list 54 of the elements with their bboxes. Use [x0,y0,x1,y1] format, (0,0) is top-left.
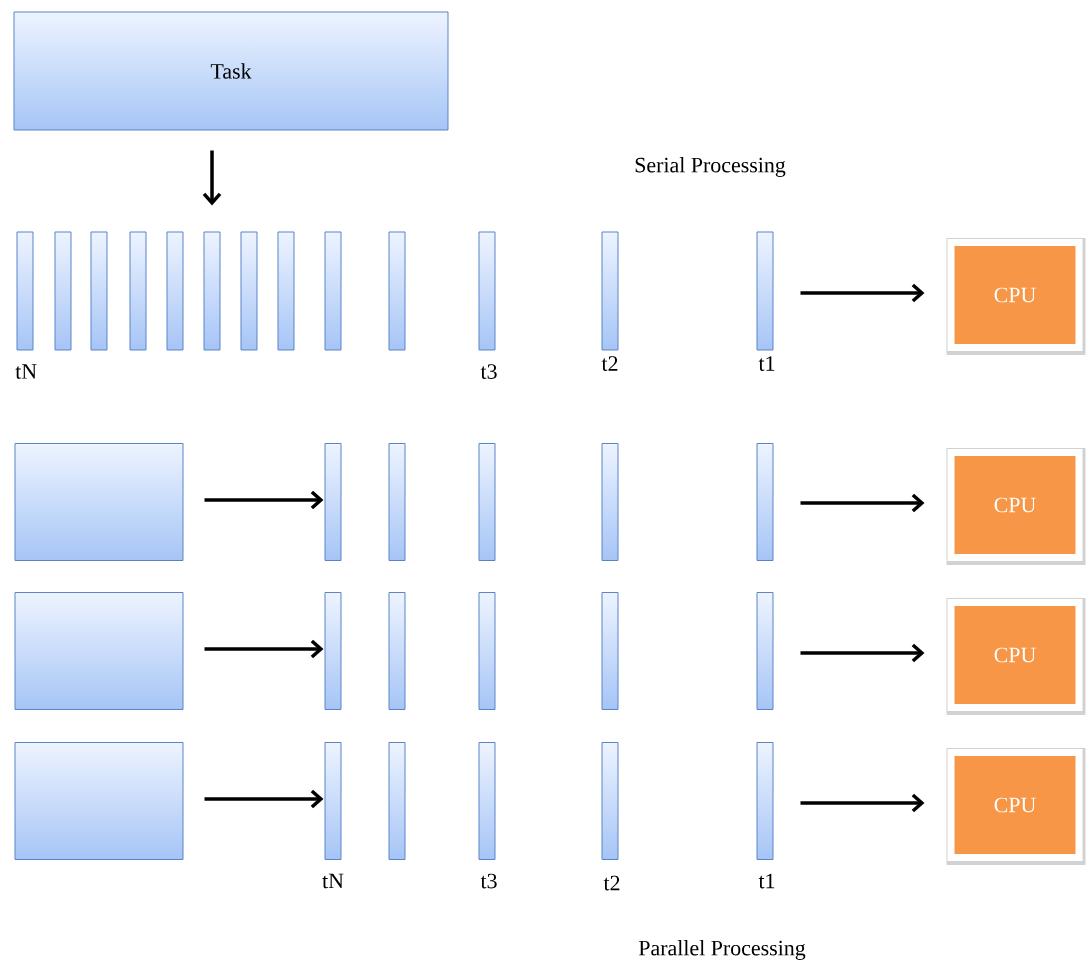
bar [277,231,295,351]
bar [756,742,774,860]
bar [324,231,342,351]
bar [240,231,258,351]
arrow [204,490,324,510]
time-label: t2 [601,356,618,371]
bar [324,592,342,710]
time-label: tN [322,873,344,889]
arrow [204,639,324,659]
cpu-box: CPU [946,238,1086,355]
bar [324,742,342,860]
bar [601,592,619,710]
bar [478,231,496,351]
bar [16,231,34,351]
bar [478,443,496,561]
bar [90,231,108,351]
bar [756,443,774,561]
bar [388,443,406,561]
time-label: t1 [758,356,775,371]
task-box [14,443,184,561]
bar [203,231,221,351]
time-label: t2 [603,875,620,891]
time-label: t3 [480,873,497,889]
task-box [14,742,184,860]
bar [388,592,406,710]
cpu-box: CPU [946,598,1086,715]
arrow [800,493,925,513]
arrow [800,283,925,303]
bar [601,742,619,860]
task-box [14,592,184,710]
time-label: t3 [480,364,497,379]
arrow [800,643,925,663]
time-label: t1 [758,873,775,889]
bar [478,592,496,710]
section-title: Parallel Processing [638,940,806,960]
arrow [800,793,925,813]
arrow [202,150,222,206]
cpu-box: CPU [946,748,1086,865]
bar [388,231,406,351]
task-box: Task [13,11,449,131]
bar [756,231,774,351]
section-title: Serial Processing [635,157,786,177]
bar [601,443,619,561]
bar [388,742,406,860]
bar [324,443,342,561]
bar [129,231,147,351]
time-label: tN [15,364,37,379]
bar [166,231,184,351]
bar [478,742,496,860]
arrow [204,789,324,809]
bar [54,231,72,351]
bar [756,592,774,710]
cpu-box: CPU [946,448,1086,565]
bar [601,231,619,351]
